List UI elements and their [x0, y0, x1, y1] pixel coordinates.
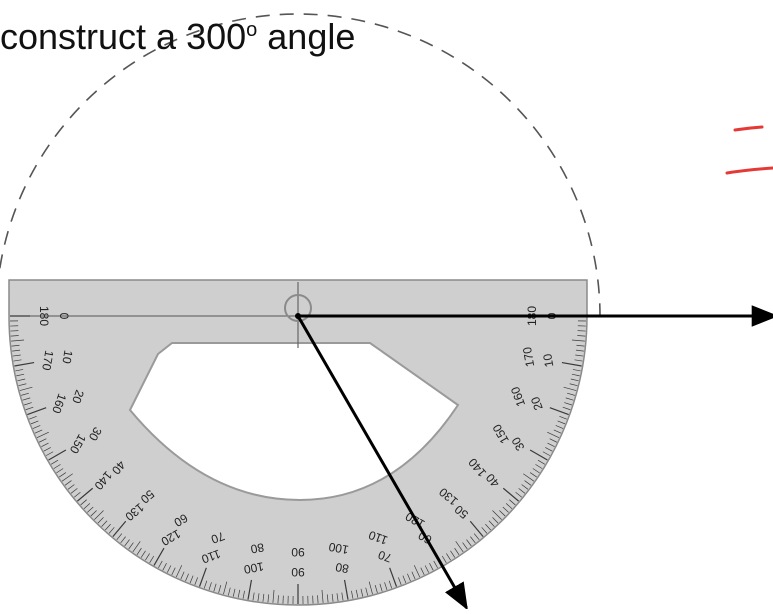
outer-scale-label: 80 — [334, 560, 350, 576]
degree-symbol: o — [246, 19, 257, 41]
inner-scale-label: 80 — [249, 540, 265, 556]
protractor: 1801701601501401301201101009080706050403… — [9, 280, 587, 605]
red-mark-upper — [735, 127, 762, 130]
inner-scale-label: 10 — [59, 349, 75, 365]
dashed-guide-circle — [0, 14, 600, 316]
outer-scale-label: 180 — [37, 306, 51, 326]
outer-scale-label: 10 — [540, 352, 556, 368]
inner-scale-label: 0 — [57, 313, 71, 320]
page-title: construct a 300o angle — [0, 16, 355, 58]
angle-vertex — [295, 313, 301, 319]
title-suffix: angle — [257, 16, 355, 57]
title-prefix: construct a 300 — [0, 16, 246, 57]
inner-scale-label: 90 — [291, 545, 305, 559]
outer-scale-label: 90 — [291, 565, 305, 579]
red-equals-marks — [727, 127, 773, 173]
red-mark-lower — [727, 168, 773, 173]
